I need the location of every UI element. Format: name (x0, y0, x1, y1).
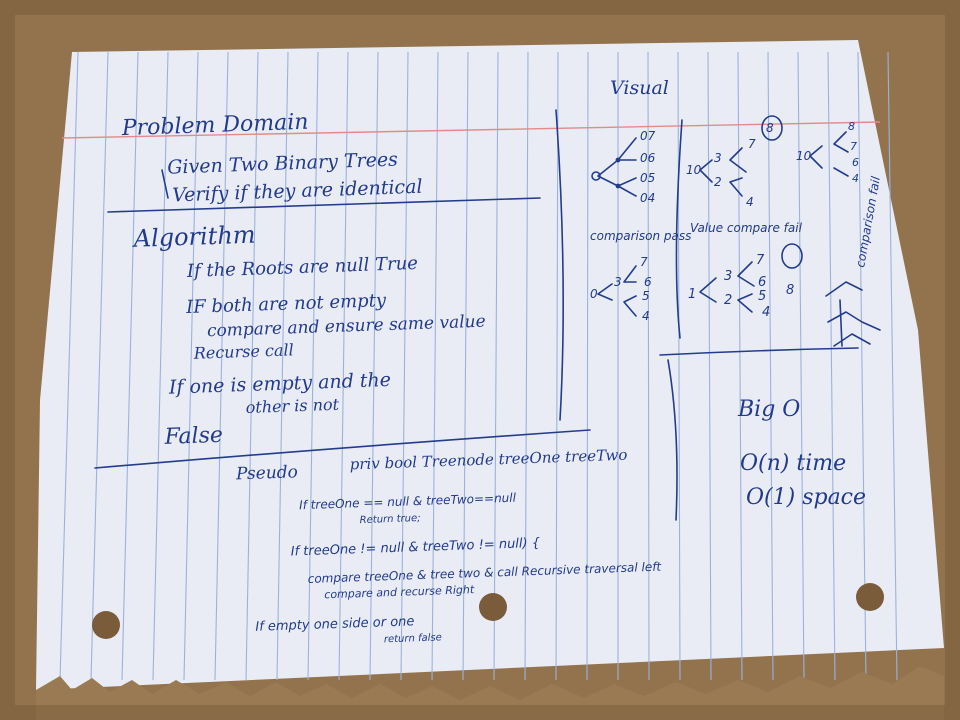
vertical-divider (667, 359, 678, 521)
big-o-time: O(n) time (740, 451, 846, 476)
binder-hole (92, 611, 120, 639)
ruled-line (369, 51, 379, 681)
ruled-line (737, 51, 743, 681)
ruled-line (183, 51, 199, 681)
tree-node: 3 (724, 269, 732, 284)
pseudo-code-3b: return false (384, 632, 442, 645)
tree-node: 2 (724, 293, 732, 308)
ruled-line (214, 51, 229, 681)
tree-node: 8 (786, 283, 794, 298)
tree-node: 7 (850, 140, 857, 153)
tree-diagram-5: 10 8 7 6 4 (796, 120, 859, 185)
big-o-space: O(1) space (746, 485, 866, 510)
tree-diagram-4: 1 3 2 7 6 8 5 4 (688, 243, 803, 320)
tree-node: 4 (762, 305, 770, 320)
tree-node: 3 (714, 151, 722, 165)
comparison-pass-label: comparison pass (590, 229, 691, 243)
big-o-heading: Big O (737, 397, 800, 422)
tree-node: 4 (852, 172, 859, 185)
ruled-line (827, 51, 836, 681)
ruled-line (121, 51, 139, 681)
binder-hole (479, 593, 507, 621)
tree-node: 5 (642, 289, 650, 303)
pseudo-code-3: If empty one side or one (255, 614, 415, 635)
tree-node: 6 (758, 275, 766, 290)
ruled-line (857, 51, 867, 681)
vertical-divider (555, 109, 564, 421)
ruled-line (338, 51, 349, 681)
ruled-line (524, 51, 529, 681)
ruled-line (586, 51, 589, 681)
ruled-line (431, 51, 439, 681)
notebook-page (36, 40, 944, 720)
section-divider (107, 197, 541, 213)
tree-diagram-2: 0 3 6 7 5 4 (590, 255, 652, 323)
tree-node: 10 (686, 163, 702, 177)
ruled-line (555, 51, 559, 681)
margin-line (61, 121, 881, 139)
pseudo-heading: Pseudo (235, 462, 299, 484)
ruled-line (462, 51, 469, 681)
vertical-divider (675, 119, 683, 339)
tree-node: 7 (748, 137, 756, 151)
tree1-leaf: 05 (640, 171, 655, 185)
pseudo-code-2c: compare and recurse Right (324, 583, 475, 601)
ruled-line (400, 51, 409, 681)
ruled-line (245, 51, 259, 681)
tree-node: 5 (758, 289, 766, 304)
scribble-tree-diagram (825, 281, 881, 347)
tree-node: 1 (688, 287, 696, 302)
ruled-line (677, 51, 681, 681)
ruled-line (493, 51, 499, 681)
algorithm-false: False (163, 423, 223, 450)
tree-node: 10 (796, 149, 812, 163)
ruled-line (152, 51, 169, 681)
section-divider (659, 347, 859, 356)
tree-node: 8 (766, 121, 774, 135)
algorithm-step-3b: other is not (245, 395, 340, 417)
tree-node: 2 (714, 175, 722, 189)
ruled-line (767, 51, 774, 681)
tree1-leaf: 04 (640, 191, 655, 205)
section-divider (94, 429, 591, 469)
tree-node: 6 (852, 156, 859, 169)
tree1-leaf: 06 (640, 151, 656, 165)
tree-node: 6 (644, 275, 652, 289)
ruled-line (647, 51, 650, 681)
binder-hole (856, 583, 884, 611)
visual-heading: Visual (610, 77, 669, 99)
tree-diagram-1: 07 06 05 04 (591, 129, 656, 205)
ruled-line (797, 51, 805, 681)
value-compare-fail-label: Value compare fail (690, 221, 803, 235)
tree-node: 0 (590, 287, 598, 301)
tree-node: 7 (756, 253, 765, 268)
pseudo-code-1b: Return true; (360, 513, 421, 526)
algorithm-heading: Algorithm (131, 221, 256, 253)
ruled-line (59, 51, 79, 681)
tree-node: 3 (614, 275, 622, 289)
ruled-line (276, 51, 289, 681)
tree-node: 4 (642, 309, 650, 323)
tree-node: 4 (746, 195, 754, 209)
tree-diagram-3: 10 3 2 7 8 4 (686, 115, 783, 209)
ruled-line (90, 51, 109, 681)
ruled-line (887, 51, 898, 681)
ruled-line (307, 51, 319, 681)
tree1-leaf: 07 (640, 129, 656, 143)
ruled-line (707, 51, 712, 681)
algorithm-step-2c: Recurse call (192, 340, 294, 363)
tree-node: 8 (848, 120, 855, 133)
tree-node: 7 (640, 255, 648, 269)
